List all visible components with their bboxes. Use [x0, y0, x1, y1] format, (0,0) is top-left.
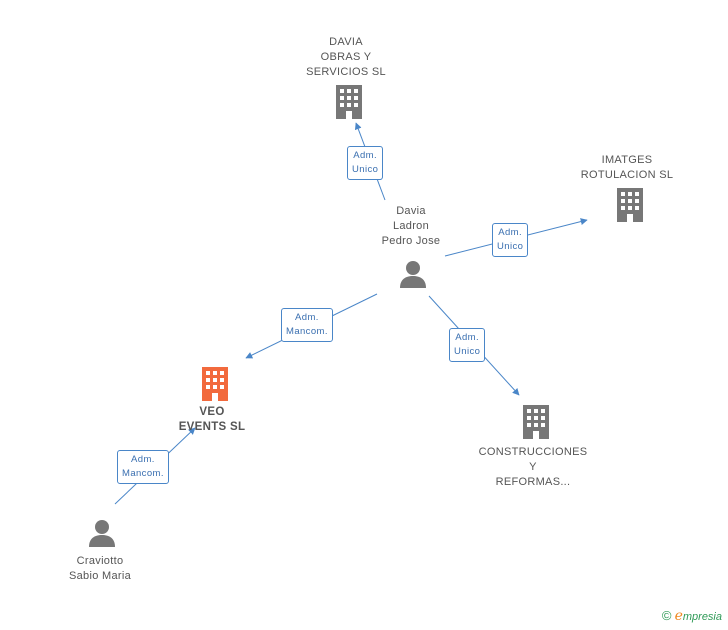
node-label-line: Sabio Maria: [69, 570, 131, 582]
node-label-line: SERVICIOS SL: [306, 66, 386, 78]
node-label-line: CONSTRUCCIONES: [478, 446, 588, 458]
node-label-line: EVENTS SL: [178, 421, 246, 433]
relation-line: Mancom.: [286, 326, 328, 337]
person-icon[interactable]: [398, 259, 428, 289]
relation-line: Adm.: [498, 227, 523, 238]
node-label-line: REFORMAS...: [495, 476, 571, 488]
relation-label-craviotto[interactable]: Adm. Mancom.: [117, 450, 169, 484]
node-label-imatges[interactable]: IMATGES ROTULACION SL: [581, 153, 674, 183]
node-label-line: DAVIA: [329, 36, 363, 48]
building-icon[interactable]: [614, 187, 646, 223]
relation-line: Unico: [352, 164, 379, 175]
node-label-davia-obras[interactable]: DAVIA OBRAS Y SERVICIOS SL: [306, 35, 386, 80]
relation-label-davia-obras[interactable]: Adm. Unico: [347, 146, 384, 180]
node-label-craviotto[interactable]: Craviotto Sabio Maria: [69, 554, 131, 584]
brand-name: mpresia: [682, 611, 722, 623]
node-label-line: VEO: [199, 406, 225, 418]
node-label-line: Pedro Jose: [381, 235, 441, 247]
relation-line: Unico: [497, 241, 524, 252]
relation-label-construcciones[interactable]: Adm. Unico: [449, 328, 486, 362]
relation-label-veo-events[interactable]: Adm. Mancom.: [281, 308, 333, 342]
relation-line: Unico: [454, 346, 481, 357]
node-label-line: OBRAS Y: [320, 51, 372, 63]
person-icon[interactable]: [87, 518, 117, 548]
node-label-line: Y: [529, 461, 537, 473]
relation-line: Adm.: [131, 454, 155, 465]
building-icon[interactable]: [520, 404, 552, 440]
node-label-line: Craviotto: [76, 555, 124, 567]
building-icon[interactable]: [333, 84, 365, 120]
node-label-line: IMATGES: [601, 154, 653, 166]
node-label-veo-events[interactable]: VEO EVENTS SL: [179, 405, 246, 435]
relation-line: Adm.: [353, 150, 378, 161]
copyright-icon: ©: [661, 608, 672, 623]
building-icon[interactable]: [199, 366, 231, 402]
node-label-davia-ladron[interactable]: Davia Ladron Pedro Jose: [382, 204, 441, 249]
relation-line: Adm.: [455, 332, 480, 343]
node-label-line: ROTULACION SL: [580, 169, 674, 181]
node-label-construcciones[interactable]: CONSTRUCCIONES Y REFORMAS...: [479, 445, 588, 490]
node-label-line: Davia: [396, 205, 426, 217]
relation-label-imatges[interactable]: Adm. Unico: [492, 223, 529, 257]
relation-line: Mancom.: [122, 468, 164, 479]
node-label-line: Ladron: [392, 220, 430, 232]
relation-line: Adm.: [295, 312, 319, 323]
brand-logo[interactable]: © empresia: [662, 608, 722, 624]
brand-e: e: [674, 608, 683, 624]
